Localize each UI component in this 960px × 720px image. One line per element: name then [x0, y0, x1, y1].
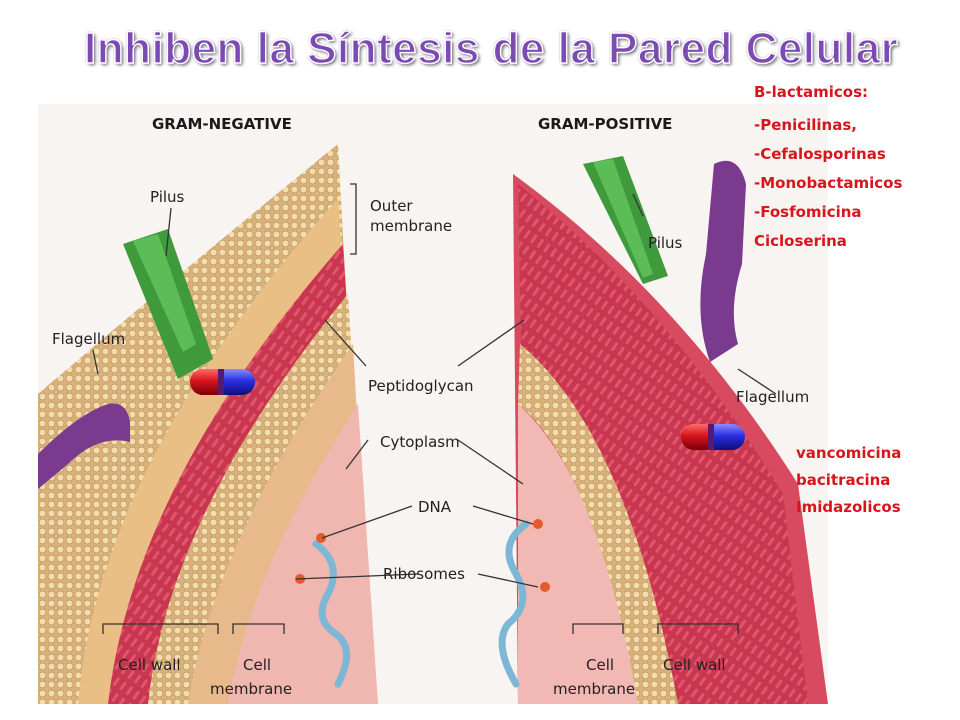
header-gram-positive: GRAM-POSITIVE	[538, 115, 672, 133]
label-pilus-right: Pilus	[648, 234, 683, 252]
cell-wall-diagram: GRAM-NEGATIVE GRAM-POSITIVE Pilus Outer …	[38, 104, 828, 704]
label-cell-wall-right: Cell wall	[663, 656, 726, 674]
drug-item: -Fosfomicina	[754, 203, 862, 221]
label-ribosomes: Ribosomes	[383, 565, 465, 583]
ribosome	[316, 533, 326, 543]
label-pilus-left: Pilus	[150, 188, 185, 206]
drug-item: Cicloserina	[754, 232, 847, 250]
label-outer-membrane-2: membrane	[370, 217, 452, 235]
label-flagellum-left: Flagellum	[52, 330, 125, 348]
other-drugs-list: vancomicina bacitracina Imidazolicos	[796, 440, 901, 521]
beta-lactams-list: -Penicilinas, -Cefalosporinas -Monobacta…	[754, 111, 902, 256]
beta-lactams-heading: B-lactamicos:	[754, 83, 869, 101]
drug-item: bacitracina	[796, 471, 891, 489]
ribosome	[540, 582, 550, 592]
label-dna: DNA	[418, 498, 452, 516]
dna-right	[498, 520, 530, 688]
label-flagellum-right: Flagellum	[736, 388, 809, 406]
label-peptidoglycan: Peptidoglycan	[368, 377, 474, 395]
drug-item: -Monobactamicos	[754, 174, 903, 192]
label-cell-membrane-right-2: membrane	[553, 680, 635, 698]
label-cell-membrane-right-1: Cell	[586, 656, 614, 674]
label-cell-membrane-left-1: Cell	[243, 656, 271, 674]
drug-item: -Penicilinas,	[754, 116, 857, 134]
drug-item: Imidazolicos	[796, 498, 901, 516]
label-cell-membrane-left-2: membrane	[210, 680, 292, 698]
label-cytoplasm: Cytoplasm	[380, 433, 460, 451]
leader-lines	[92, 183, 777, 634]
dna-left	[312, 540, 350, 688]
antibiotic-capsule-left	[190, 369, 255, 395]
label-cell-wall-left: Cell wall	[118, 656, 181, 674]
gram-positive-cell	[513, 156, 828, 704]
label-outer-membrane-1: Outer	[370, 197, 413, 215]
drug-item: vancomicina	[796, 444, 902, 462]
slide-title: Inhiben la Síntesis de la Pared Celular	[83, 23, 899, 74]
antibiotic-capsule-right	[681, 424, 745, 450]
drug-item: -Cefalosporinas	[754, 145, 886, 163]
ribosome	[533, 519, 543, 529]
header-gram-negative: GRAM-NEGATIVE	[152, 115, 292, 133]
